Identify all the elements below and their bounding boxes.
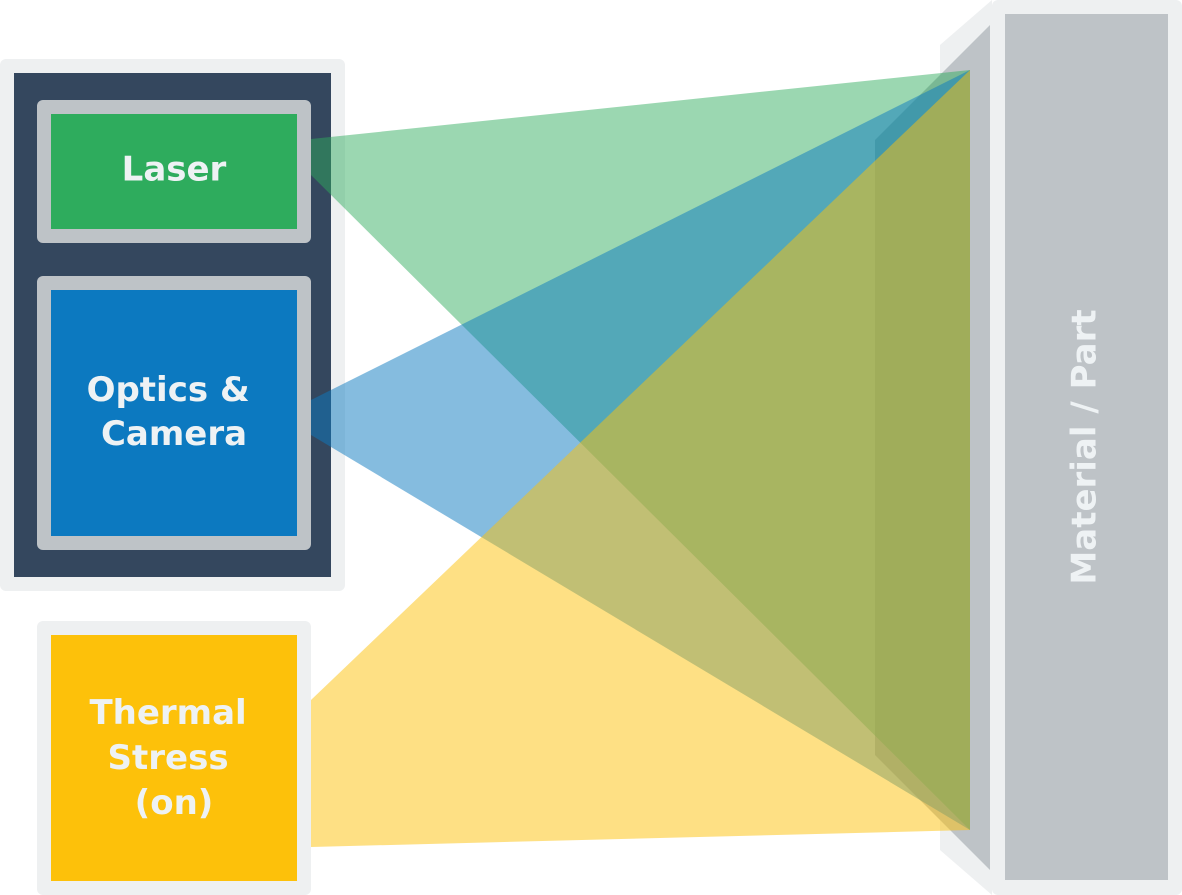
- optics-box: [51, 290, 297, 536]
- laser-box: [51, 114, 297, 229]
- thermal-label: Thermal Stress (on): [89, 693, 258, 823]
- material-face: [1005, 14, 1168, 880]
- optics-label-line-2: Camera: [101, 414, 247, 454]
- thermal-label-line-3: (on): [135, 783, 214, 823]
- thermal-beam: [311, 70, 970, 847]
- thermal-box: [51, 635, 297, 881]
- thermal-label-line-2: Stress: [108, 738, 229, 778]
- optics-label: Optics & Camera: [87, 370, 262, 454]
- optics-label-line-1: Optics &: [87, 370, 250, 410]
- material-label: Material / Part: [1065, 309, 1105, 584]
- thermal-label-line-1: Thermal: [89, 693, 246, 733]
- laser-label: Laser: [122, 150, 227, 190]
